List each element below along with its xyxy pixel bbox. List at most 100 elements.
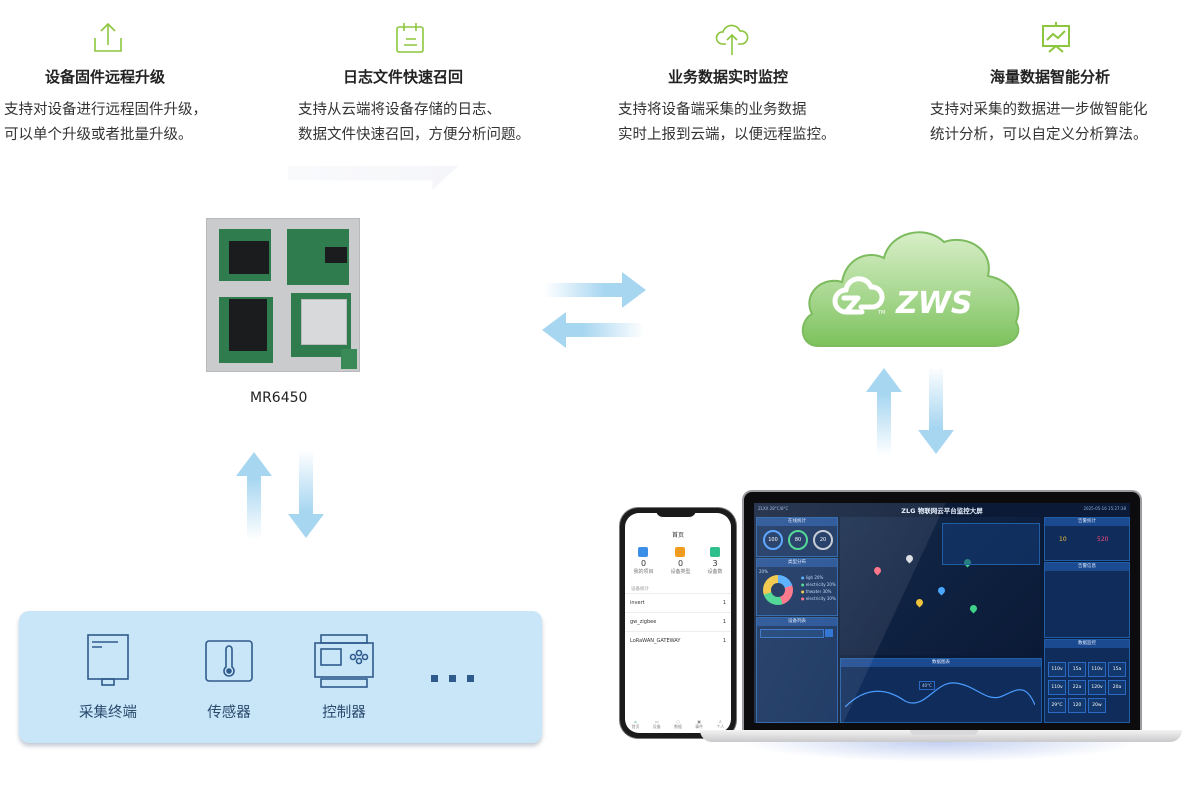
panel-title: 数据监控 [1045,640,1129,648]
desc-line: 支持将设备端采集的业务数据 [618,102,807,118]
arrow-down-icon [288,450,324,538]
map-pin[interactable] [968,603,979,614]
presentation-chart-icon [1038,20,1074,60]
panel-title: 告警信息 [1045,563,1129,571]
monitor-tile: 20w [1088,698,1106,713]
user-icon: ♙ [718,719,723,724]
upload-icon [90,20,126,60]
weather-meta: ZLXX 28°C/8°C [758,506,789,511]
laptop-notch [910,730,978,735]
arrow-right-icon [544,272,646,308]
tab-label: 首页 [631,724,640,729]
section-label: 设备统计 [631,587,649,592]
controller-icon [314,634,374,688]
item-name: LoRaWAN_GATEWAY [630,638,681,644]
device-detail-popup [942,523,1040,565]
panel-title: 数据图表 [841,659,1041,667]
alarm-stats-panel: 告警统计 10 520 [1044,517,1130,561]
arrow-left-icon [542,312,644,348]
tab-data[interactable]: ○数据 [674,719,682,730]
projects-icon [638,547,649,557]
alarm-info-panel: 告警信息 [1044,562,1130,638]
map-pin[interactable] [914,597,925,608]
tab-home[interactable]: ⌂首页 [632,719,640,730]
feature-title: 业务数据实时监控 [668,68,789,86]
desc-line: 实时上报到云端，以便远程监控。 [618,127,836,143]
desc-line: 统计分析，可以自定义分析算法。 [930,127,1148,143]
calendar-log-icon [392,20,428,60]
feature-title: 日志文件快速召回 [343,68,464,86]
type-distribution-panel: 类型分布 20% ● ligh 20% ● electricity 20% ● … [756,558,838,616]
tab-label: 个人 [716,724,725,729]
home-icon: ⌂ [634,719,637,724]
desc-line: 支持对设备进行远程固件升级， [4,102,207,118]
map-pin[interactable] [904,553,915,564]
terminal-icon [87,634,129,686]
ring-total: 100 [763,530,783,550]
mr6450-module-image [206,218,360,372]
laptop-base [700,730,1182,742]
device-search-input[interactable] [760,629,824,638]
monitor-tile: 120v [1088,680,1106,695]
tab-events[interactable]: ▣事件 [695,719,703,730]
zws-cloud-logo: TM ZWS [802,231,1020,347]
module-label: MR6450 [250,390,308,406]
monitor-tile: 22a [1068,680,1086,695]
arrow-up-icon [866,368,902,456]
device-controller: 控制器 [313,633,375,722]
arrow-up-icon [236,452,272,540]
legend-item: ● electricity 20% [801,582,836,587]
tab-label: 数据 [673,724,682,729]
more-devices-ellipsis [431,675,485,682]
monitor-tile: 110v [1088,662,1106,677]
feature-desc: 支持对设备进行远程固件升级， 可以单个升级或者批量升级。 [4,98,207,148]
item-count: 1 [722,619,726,625]
item-count: 1 [722,600,726,606]
laptop-shadow [740,742,1140,762]
desc-line: 可以单个升级或者批量升级。 [4,127,193,143]
tab-label: 设备 [652,724,661,729]
tab-devices[interactable]: ▭设备 [653,719,661,730]
stat-label: 设备数 [707,569,723,575]
arrow-down-icon [918,366,954,454]
item-name: gw_zigbee [630,619,657,625]
feature-desc: 支持从云端将设备存储的日志、 数据文件快速召回，方便分析问题。 [298,98,530,148]
devices-icon [709,547,720,557]
chart-tooltip: 40°C [919,681,935,690]
laptop-mockup: ZLXX 28°C/8°C ZLG 物联网云平台监控大屏 2025-05-16 … [742,490,1142,732]
event-icon: ▣ [697,719,702,724]
dashboard-title: ZLG 物联网云平台监控大屏 [901,507,983,515]
search-button[interactable] [825,629,833,637]
desc-line: 支持对采集的数据进一步做智能化 [930,102,1148,118]
map-pin[interactable] [936,585,947,596]
app-title: 首页 [671,532,684,539]
list-item[interactable]: gw_zigbee 1 [625,612,731,631]
stat-value: 0 [640,559,647,568]
legend-item: ● thwater 30% [801,589,832,594]
antenna-connector [341,349,357,369]
chip [325,247,347,263]
stat-label: 我的项目 [633,569,654,575]
dashboard-header: ZLXX 28°C/8°C ZLG 物联网云平台监控大屏 2025-05-16 … [754,503,1130,515]
device-type-icon [675,547,686,557]
cloud-logo-text: ZWS [895,286,972,321]
bottom-tab-bar: ⌂首页 ▭设备 ○数据 ▣事件 ♙个人 [625,719,731,730]
feature-desc: 支持对采集的数据进一步做智能化 统计分析，可以自定义分析算法。 [930,98,1148,148]
map-pin[interactable] [872,565,883,576]
desc-line: 数据文件快速召回，方便分析问题。 [298,127,530,143]
datetime: 2025-05-16 15:27:38 [1083,506,1126,511]
monitor-tile: 110v [1048,680,1066,695]
data-icon: ○ [676,719,680,724]
thermometer-icon [205,640,253,682]
tab-profile[interactable]: ♙个人 [716,719,724,730]
decorative-shape [288,166,458,190]
online-stats-panel: 在线统计 100 80 20 [756,517,838,557]
device-sensor: 传感器 [204,633,254,722]
